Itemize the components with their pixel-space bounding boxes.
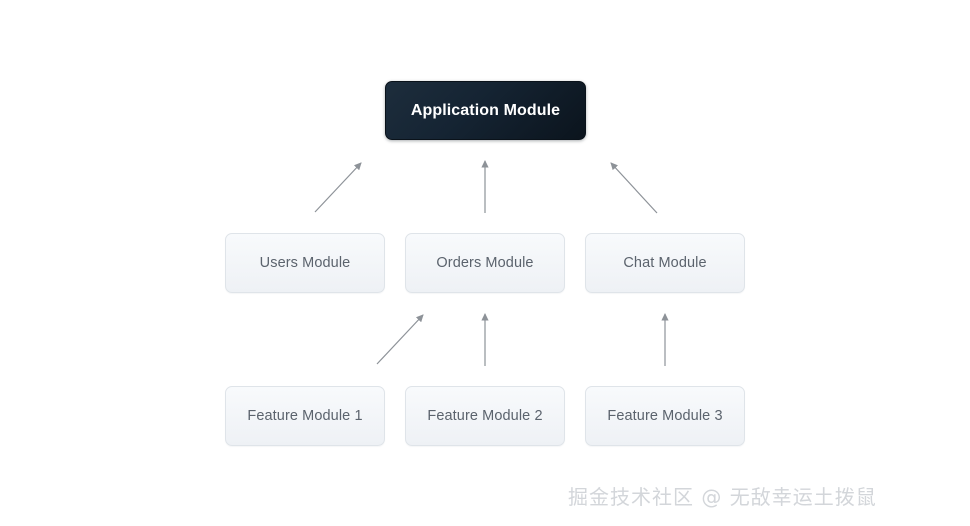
node-feature-module-1-label: Feature Module 1 bbox=[247, 407, 363, 424]
node-feature-module-3[interactable]: Feature Module 3 bbox=[585, 386, 745, 446]
edge-users-to-application bbox=[314, 162, 362, 213]
node-users-module[interactable]: Users Module bbox=[225, 233, 385, 293]
node-feature-module-2-label: Feature Module 2 bbox=[427, 407, 543, 424]
edge-chat-to-application bbox=[610, 162, 658, 214]
node-users-module-label: Users Module bbox=[259, 254, 351, 271]
node-application-module-label: Application Module bbox=[410, 101, 561, 119]
watermark-text: 掘金技术社区 @ 无敌幸运土拨鼠 bbox=[568, 485, 877, 509]
node-application-module[interactable]: Application Module bbox=[385, 81, 586, 140]
node-feature-module-3-label: Feature Module 3 bbox=[607, 407, 723, 424]
node-feature-module-2[interactable]: Feature Module 2 bbox=[405, 386, 565, 446]
node-chat-module-label: Chat Module bbox=[623, 254, 707, 271]
edge-feature1-to-orders bbox=[376, 314, 424, 365]
node-orders-module-label: Orders Module bbox=[436, 254, 534, 271]
node-orders-module[interactable]: Orders Module bbox=[405, 233, 565, 293]
node-chat-module[interactable]: Chat Module bbox=[585, 233, 745, 293]
node-feature-module-1[interactable]: Feature Module 1 bbox=[225, 386, 385, 446]
